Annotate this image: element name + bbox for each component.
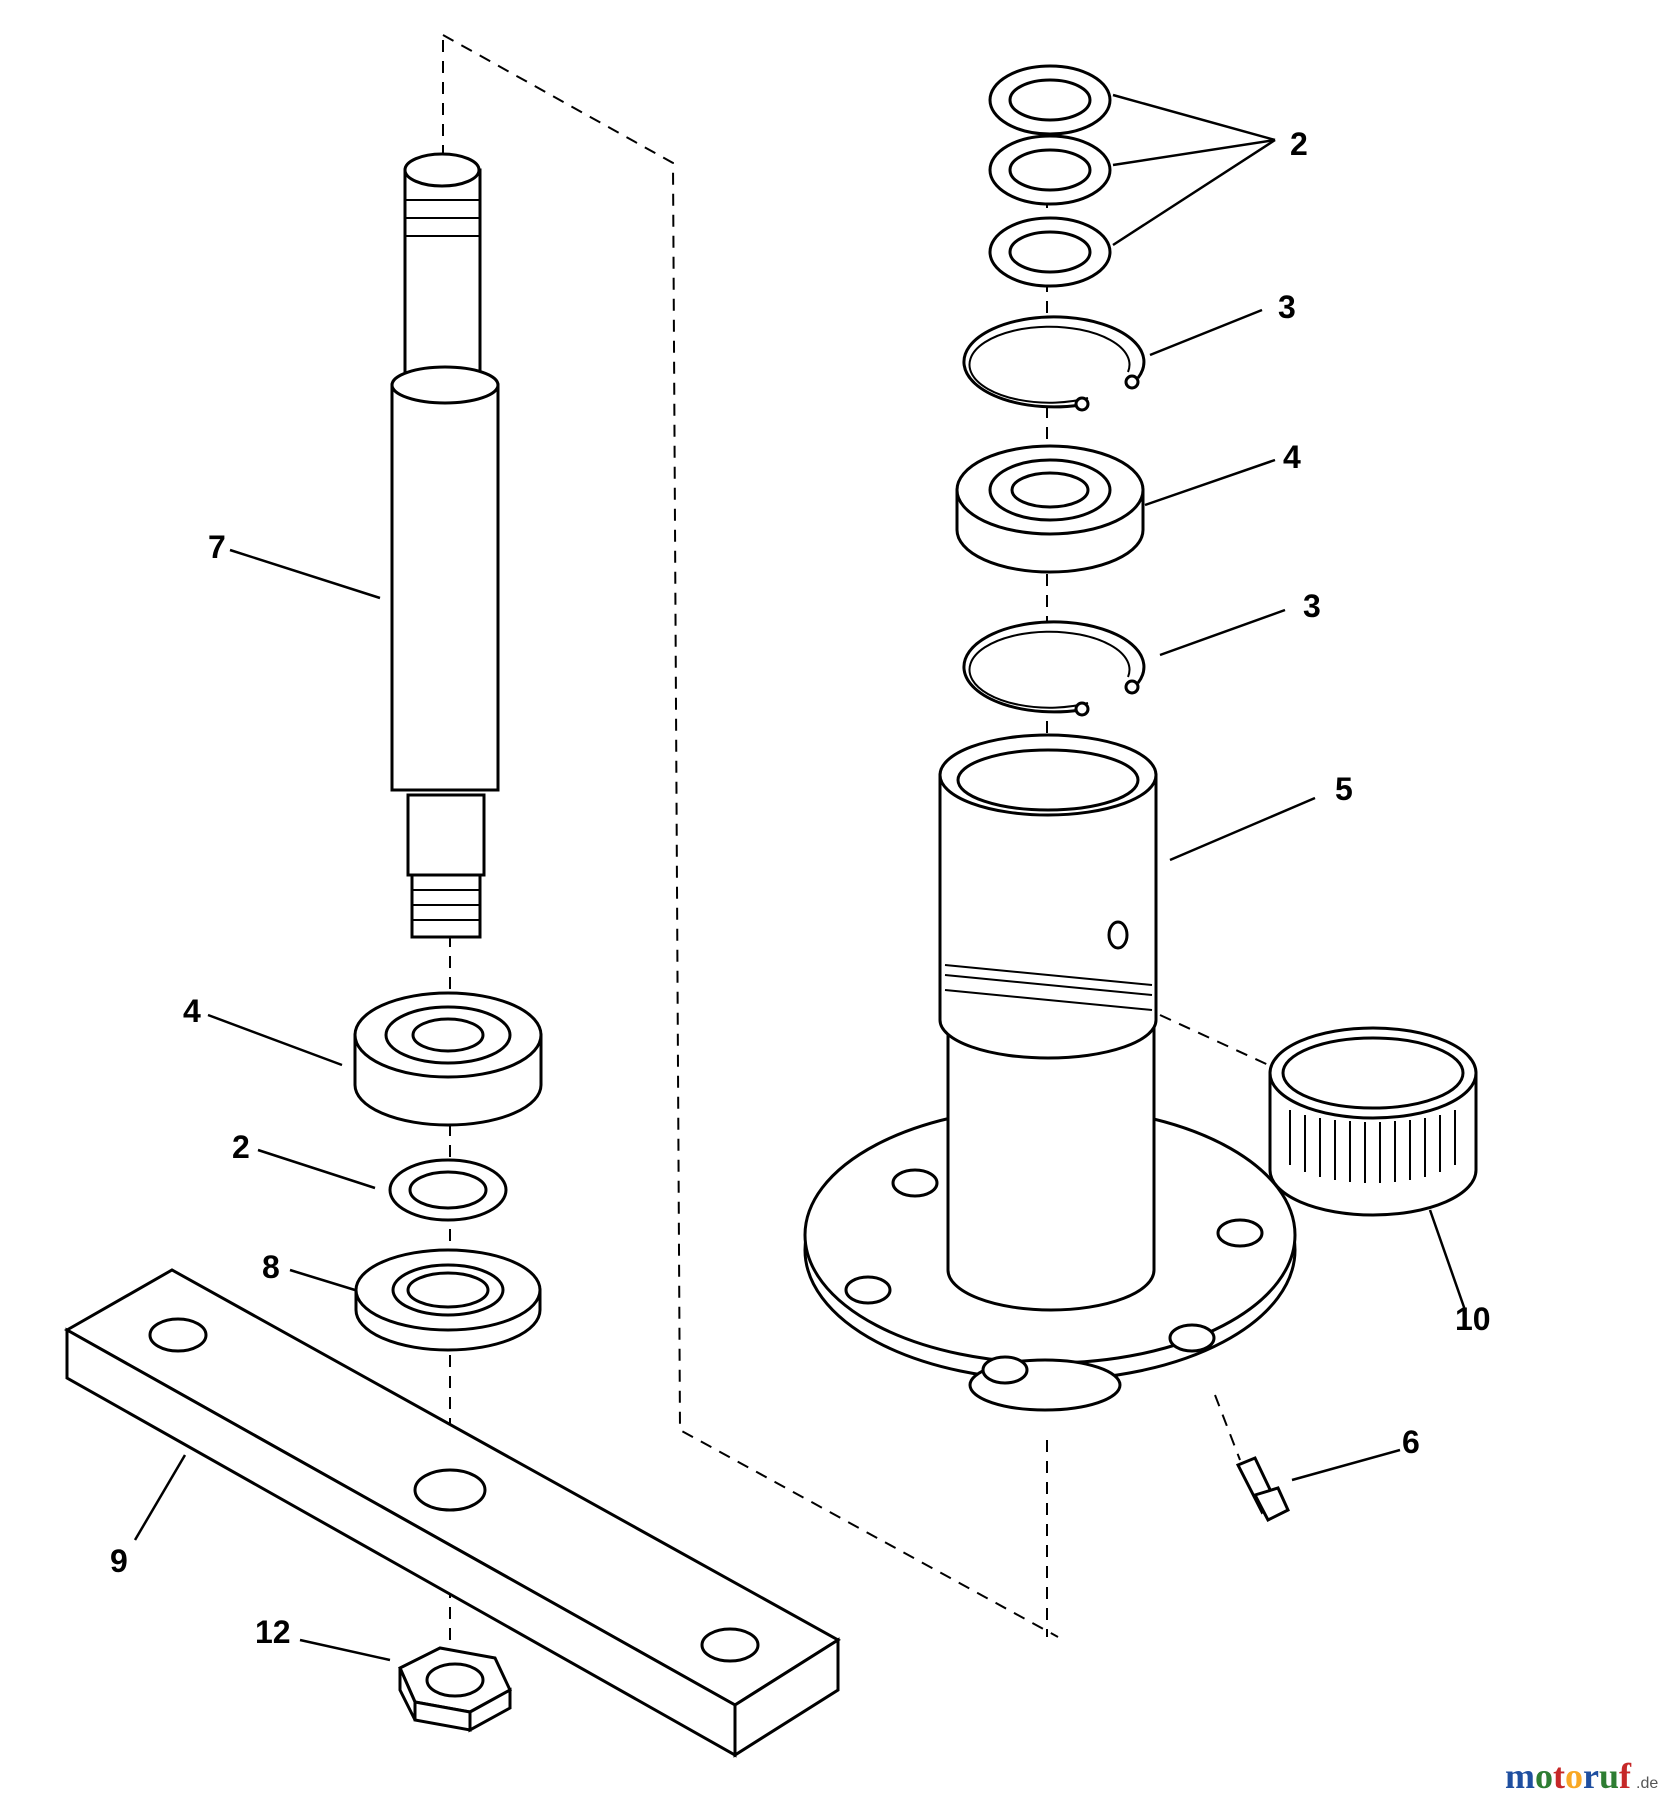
- watermark-brand: motoruf: [1505, 1756, 1632, 1796]
- washer-lower: [388, 1158, 508, 1222]
- snap-ring-upper: [962, 315, 1146, 412]
- callout-4-lower: 4: [183, 993, 201, 1029]
- callout-10: 10: [1455, 1301, 1491, 1337]
- watermark-logo: motoruf .de: [1505, 1756, 1658, 1796]
- spindle-shaft: [390, 152, 500, 939]
- callout-3-lower: 3: [1303, 588, 1321, 624]
- blade-adapter-bar: [63, 1268, 841, 1758]
- callout-3-upper: 3: [1278, 289, 1296, 325]
- callout-7: 7: [208, 529, 226, 565]
- hex-nut: [398, 1646, 512, 1733]
- callout-2-lower: 2: [232, 1129, 250, 1165]
- needle-bearing: [1268, 1026, 1478, 1217]
- leader-lines: [133, 93, 1467, 1662]
- callout-2-upper: 2: [1290, 126, 1308, 162]
- callout-8: 8: [262, 1249, 280, 1285]
- spindle-housing: [803, 733, 1297, 1412]
- washer-stack-upper: [988, 64, 1112, 288]
- callout-5: 5: [1335, 771, 1353, 807]
- callout-12: 12: [255, 1614, 291, 1650]
- bearing-lower: [353, 991, 543, 1127]
- watermark-suffix: .de: [1636, 1775, 1658, 1792]
- bearing-upper: [955, 444, 1145, 574]
- callout-labels: 2 3 4 3 5 6 7 4 2 8 9 10 12: [110, 126, 1491, 1650]
- callout-6: 6: [1402, 1424, 1420, 1460]
- snap-ring-lower: [962, 620, 1146, 717]
- callout-4-upper: 4: [1283, 439, 1301, 475]
- grease-fitting: [1235, 1456, 1290, 1523]
- callout-9: 9: [110, 1543, 128, 1579]
- spacer: [354, 1248, 542, 1352]
